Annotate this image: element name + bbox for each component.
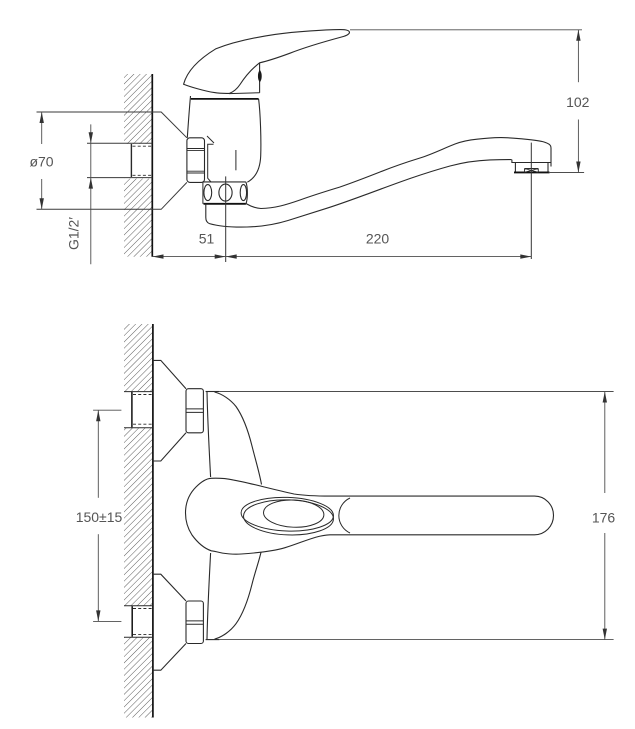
svg-text:150±15: 150±15 bbox=[76, 509, 123, 525]
svg-text:176: 176 bbox=[592, 510, 616, 526]
svg-text:220: 220 bbox=[366, 231, 390, 247]
svg-text:102: 102 bbox=[566, 94, 590, 110]
svg-text:G1/2′: G1/2′ bbox=[65, 217, 81, 250]
svg-text:51: 51 bbox=[199, 231, 215, 247]
svg-text:ø70: ø70 bbox=[29, 153, 53, 169]
